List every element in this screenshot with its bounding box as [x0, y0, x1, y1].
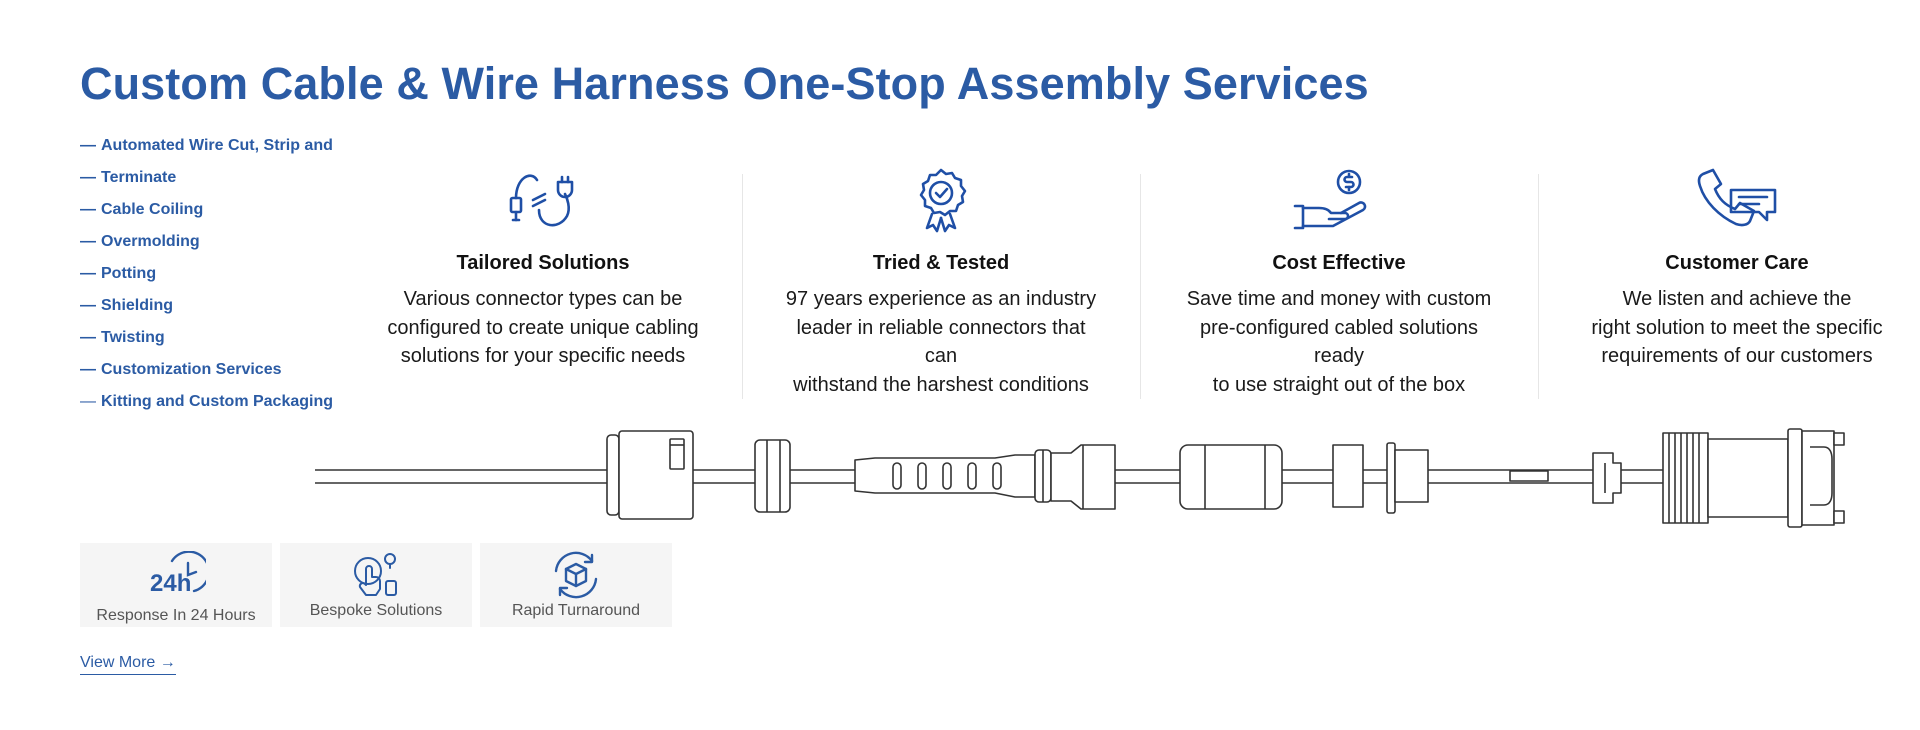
badge-label: Rapid Turnaround	[511, 602, 641, 619]
feature-text: Save time and money with custom pre-conf…	[1186, 288, 1492, 396]
list-dash: —	[80, 393, 96, 410]
service-label: Shielding	[101, 297, 173, 314]
box-cycle-icon	[554, 551, 598, 599]
service-item[interactable]: — Cable Coiling	[80, 201, 333, 233]
service-item[interactable]: — Terminate	[80, 169, 333, 201]
features-row: Tailored Solutions Various connector typ…	[345, 160, 1915, 410]
service-item[interactable]: — Potting	[80, 265, 333, 297]
service-label: Potting	[101, 265, 157, 282]
badges-row: 24h Response In 24 Hours Bespoke Solutio…	[80, 543, 672, 627]
service-item[interactable]: — Shielding	[80, 297, 333, 329]
hand-coin-icon	[1293, 169, 1367, 230]
award-badge-icon	[919, 168, 967, 233]
cable-assembly-illustration	[315, 428, 1845, 528]
badge-bespoke-solutions: Bespoke Solutions	[280, 543, 472, 627]
view-more-link[interactable]: View More →	[80, 654, 176, 675]
feature-title: Tailored Solutions	[456, 252, 630, 274]
feature-text: Various connector types can be configure…	[387, 288, 699, 367]
feature-title: Customer Care	[1665, 252, 1809, 274]
feature-tailored-solutions: Tailored Solutions Various connector typ…	[345, 160, 741, 410]
list-dash: —	[80, 361, 96, 378]
feature-title: Tried & Tested	[872, 252, 1010, 274]
list-dash: —	[80, 169, 96, 186]
badge-rapid-turnaround: Rapid Turnaround	[480, 543, 672, 627]
service-label: Kitting and Custom Packaging	[101, 393, 334, 410]
page-title: Custom Cable & Wire Harness One-Stop Ass…	[80, 58, 1369, 109]
feature-title: Cost Effective	[1272, 252, 1406, 274]
feature-customer-care: Customer Care We listen and achieve the …	[1539, 160, 1920, 410]
divider	[742, 174, 743, 399]
list-dash: —	[80, 265, 96, 282]
badge-label: Response In 24 Hours	[96, 607, 256, 624]
service-item[interactable]: — Overmolding	[80, 233, 333, 265]
service-label: Customization Services	[101, 361, 282, 378]
list-dash: —	[80, 329, 96, 346]
feature-tried-tested: Tried & Tested 97 years experience as an…	[743, 160, 1139, 410]
service-item[interactable]: — Automated Wire Cut, Strip and	[80, 137, 333, 169]
clock-24h-icon: 24h	[150, 551, 206, 597]
clock-24h-text: 24h	[150, 570, 191, 597]
list-dash: —	[80, 297, 96, 314]
divider	[1140, 174, 1141, 399]
list-dash: —	[80, 233, 96, 250]
service-item[interactable]: — Customization Services	[80, 361, 333, 393]
list-dash: —	[80, 137, 96, 154]
services-list: — Automated Wire Cut, Strip and — Terminat…	[80, 137, 333, 425]
feature-text: We listen and achieve the right solution…	[1591, 288, 1883, 367]
bespoke-hand-icon	[354, 553, 397, 596]
badge-response-24h: 24h Response In 24 Hours	[80, 543, 272, 627]
service-label: Terminate	[101, 169, 177, 186]
phone-chat-icon	[1697, 168, 1777, 227]
service-label: Cable Coiling	[101, 201, 204, 218]
service-item[interactable]: — Twisting	[80, 329, 333, 361]
feature-text: 97 years experience as an industry leade…	[785, 288, 1097, 396]
cable-plug-icon	[509, 174, 574, 227]
service-label: Automated Wire Cut, Strip and	[101, 137, 333, 154]
service-label: Overmolding	[101, 233, 200, 250]
service-item[interactable]: — Kitting and Custom Packaging	[80, 393, 333, 425]
service-label: Twisting	[101, 329, 165, 346]
list-dash: —	[80, 201, 96, 218]
divider	[1538, 174, 1539, 399]
feature-cost-effective: Cost Effective Save time and money with …	[1141, 160, 1537, 410]
badge-label: Bespoke Solutions	[309, 602, 443, 619]
